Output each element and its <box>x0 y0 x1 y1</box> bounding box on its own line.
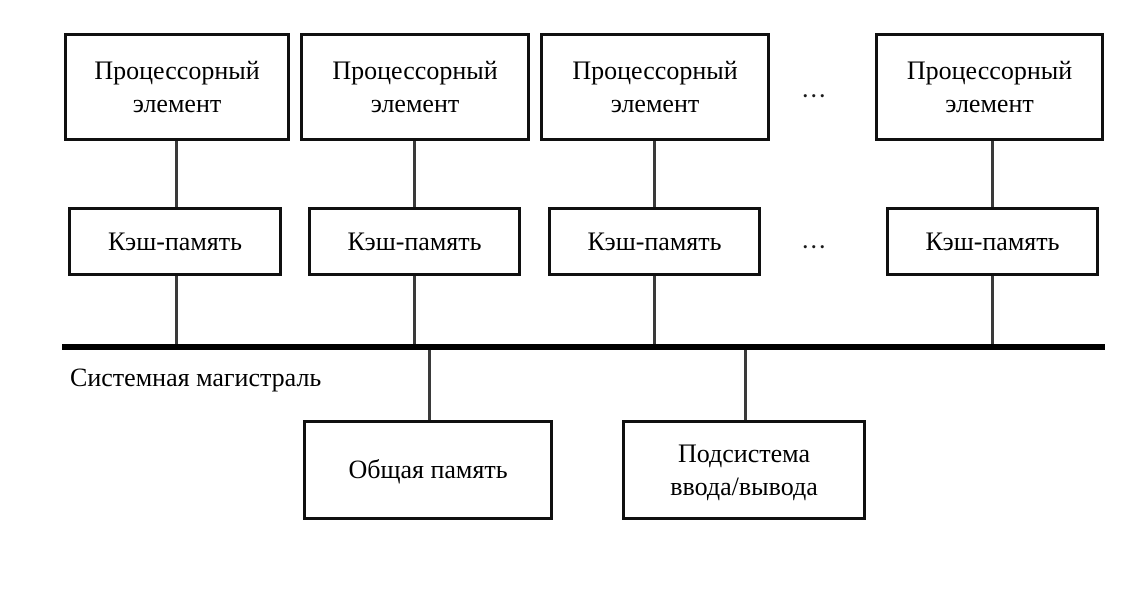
processor-element-label-line2: элемент <box>945 89 1034 118</box>
system-bus-label: Системная магистраль <box>70 363 322 392</box>
shared-memory-label-line1: Общая память <box>348 455 508 485</box>
processor-element-box-4[interactable]: Процессорный элемент <box>875 33 1104 141</box>
connector-cache-2-to-bus <box>413 276 416 345</box>
processor-element-label-line1: Процессорный <box>572 55 738 85</box>
cache-memory-label: Кэш-память <box>587 226 722 256</box>
processor-element-box-1[interactable]: Процессорный элемент <box>64 33 290 141</box>
processor-row-ellipsis: ... <box>802 74 828 103</box>
connector-processor-3-to-cache-3 <box>653 141 656 209</box>
connector-processor-4-to-cache-4 <box>991 141 994 209</box>
processor-element-label-line1: Процессорный <box>94 55 260 85</box>
processor-element-label-line2: элемент <box>370 89 460 118</box>
processor-element-label-line1: Процессорный <box>332 55 498 85</box>
cache-memory-label: Кэш-память <box>347 226 482 256</box>
io-subsystem-label-line1: Подсистема <box>678 438 810 468</box>
connector-processor-1-to-cache-1 <box>175 141 178 209</box>
io-subsystem-label-line2: ввода/вывода <box>670 472 818 501</box>
cache-memory-label: Кэш-память <box>108 226 242 256</box>
cache-memory-box-2[interactable]: Кэш-память <box>308 207 521 276</box>
processor-element-label-line2: элемент <box>132 89 222 118</box>
cache-memory-box-4[interactable]: Кэш-память <box>886 207 1099 276</box>
shared-memory-box[interactable]: Общая память <box>303 420 553 520</box>
processor-element-label-line1: Процессорный <box>906 55 1073 85</box>
cache-memory-box-3[interactable]: Кэш-память <box>548 207 761 276</box>
cache-memory-label: Кэш-память <box>925 226 1060 256</box>
cache-memory-box-1[interactable]: Кэш-память <box>68 207 282 276</box>
processor-element-box-3[interactable]: Процессорный элемент <box>540 33 770 141</box>
connector-cache-3-to-bus <box>653 276 656 345</box>
cache-row-ellipsis: ... <box>802 225 828 254</box>
connector-bus-to-shared-memory <box>428 350 431 420</box>
system-bus-line[interactable] <box>62 344 1105 350</box>
io-subsystem-box[interactable]: Подсистема ввода/вывода <box>622 420 866 520</box>
processor-element-box-2[interactable]: Процессорный элемент <box>300 33 530 141</box>
connector-cache-1-to-bus <box>175 276 178 345</box>
connector-cache-4-to-bus <box>991 276 994 345</box>
connector-bus-to-io-subsystem <box>744 350 747 420</box>
processor-element-label-line2: элемент <box>610 89 700 118</box>
connector-processor-2-to-cache-2 <box>413 141 416 209</box>
